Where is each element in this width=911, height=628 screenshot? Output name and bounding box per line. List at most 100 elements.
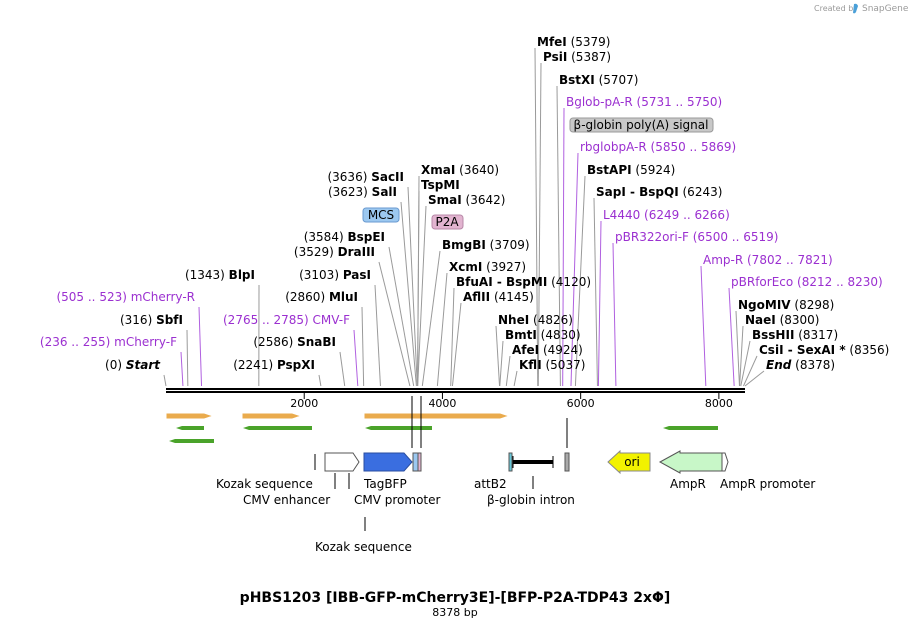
site-label-bspei: (3584) BspEI xyxy=(304,230,385,244)
site-position: (5707) xyxy=(595,73,639,87)
site-label-text: XmaI (3640) xyxy=(421,163,499,177)
site-label-text: SmaI (3642) xyxy=(428,193,505,207)
site-name: SacII xyxy=(371,170,404,184)
site-position: (2860) xyxy=(285,290,329,304)
site-position: (1343) xyxy=(185,268,229,282)
p2a-label: P2A xyxy=(435,215,459,229)
connector-line xyxy=(735,310,740,387)
site-name: PspXI xyxy=(277,358,315,372)
site-label-text: XcmI (3927) xyxy=(449,260,526,274)
site-name: PasI xyxy=(343,268,371,282)
site-label-pasi: (3103) PasI xyxy=(299,268,371,282)
site-name: rbglobpA-R xyxy=(580,140,647,154)
site-label-text: (316) SbfI xyxy=(120,313,183,327)
site-label-text: CsiI - SexAI * (8356) xyxy=(759,343,889,357)
site-position: (3103) xyxy=(299,268,343,282)
site-name: L4440 xyxy=(603,208,640,222)
feature-label-tagbfp: TagBFP xyxy=(363,477,407,491)
connector-line xyxy=(612,242,617,387)
site-label-xmai: XmaI (3640) xyxy=(421,163,499,177)
p2a-tag: P2A xyxy=(431,214,464,230)
site-name: BspEI xyxy=(347,230,385,244)
connector-line xyxy=(400,201,417,387)
site-label-afei: AfeI (4924) xyxy=(512,343,583,357)
site-label-text: AflII (4145) xyxy=(463,290,534,304)
connector-line xyxy=(513,370,518,387)
site-name: End xyxy=(766,358,792,372)
site-label-text: (236 .. 255) mCherry-F xyxy=(40,335,177,349)
site-name: pBR322ori-F xyxy=(615,230,689,244)
connector-line xyxy=(495,325,501,387)
feature-label-kozak: Kozak sequence xyxy=(216,477,313,491)
site-name: SalI xyxy=(372,185,397,199)
site-label-csii-sexai-: CsiI - SexAI * (8356) xyxy=(759,343,889,357)
site-label-mlui: (2860) MluI xyxy=(285,290,358,304)
site-name: MluI xyxy=(329,290,358,304)
site-label-ngomiv: NgoMIV (8298) xyxy=(738,298,834,312)
connector-line xyxy=(739,325,744,387)
site-position: (3640) xyxy=(455,163,499,177)
connector-line xyxy=(562,107,565,387)
connector-line xyxy=(407,186,418,387)
site-position: (6500 .. 6519) xyxy=(689,230,779,244)
feature-label-kozak-2: Kozak sequence xyxy=(315,540,412,554)
site-name: KflI xyxy=(519,358,542,372)
site-position: (2765 .. 2785) xyxy=(223,313,313,327)
sequence-backbone xyxy=(166,388,745,393)
site-name: SnaBI xyxy=(297,335,336,349)
site-label-rbglobpa-r: rbglobpA-R (5850 .. 5869) xyxy=(580,140,736,154)
site-name: BlpI xyxy=(229,268,255,282)
site-name: AfeI xyxy=(512,343,539,357)
site-name: XmaI xyxy=(421,163,455,177)
primer-arrow xyxy=(243,426,312,430)
site-label-bmti: BmtI (4830) xyxy=(505,328,581,342)
site-label-text: AfeI (4924) xyxy=(512,343,583,357)
site-name: NaeI xyxy=(745,313,776,327)
site-position: (3642) xyxy=(462,193,506,207)
site-label-cmv-f: (2765 .. 2785) CMV-F xyxy=(223,313,350,327)
connector-line xyxy=(505,355,511,387)
site-name: TspMI xyxy=(421,178,460,192)
site-label-text: (3636) SacII xyxy=(327,170,404,184)
site-label-text: BstAPI (5924) xyxy=(587,163,675,177)
tagbfp-shape xyxy=(363,452,413,472)
site-label-text: (3623) SalI xyxy=(328,185,397,199)
connector-line xyxy=(450,287,455,387)
site-label-text: Bglob-pA-R (5731 .. 5750) xyxy=(566,95,722,109)
site-position: (4120) xyxy=(547,275,591,289)
polya-label: β-globin poly(A) signal xyxy=(574,118,709,132)
site-label-text: BmtI (4830) xyxy=(505,328,581,342)
axis-tick-label: 6000 xyxy=(567,397,595,410)
site-name: BmtI xyxy=(505,328,537,342)
site-position: (3927) xyxy=(482,260,526,274)
site-label-text: (1343) BlpI xyxy=(185,268,255,282)
axis-tick-label: 2000 xyxy=(290,397,318,410)
ori-label: ori xyxy=(624,455,640,469)
site-labels: (0) Start(236 .. 255) mCherry-F(316) Sbf… xyxy=(40,35,889,372)
site-position: (5731 .. 5750) xyxy=(633,95,723,109)
site-label-text: NgoMIV (8298) xyxy=(738,298,834,312)
site-position: (7802 .. 7821) xyxy=(743,253,833,267)
connector-line xyxy=(186,329,189,387)
site-label-bsshii: BssHII (8317) xyxy=(752,328,838,342)
connector-line xyxy=(353,329,359,387)
site-position: (8212 .. 8230) xyxy=(793,275,883,289)
site-label-tspmi: TspMI xyxy=(421,178,460,192)
connector-line xyxy=(728,287,735,387)
connector-line xyxy=(537,62,542,387)
site-position: (5379) xyxy=(567,35,611,49)
site-position: (8298) xyxy=(791,298,835,312)
site-label-text: (2241) PspXI xyxy=(233,358,315,372)
site-label-sapi-bspqi: SapI - BspQI (6243) xyxy=(596,185,722,199)
site-name: NheI xyxy=(498,313,529,327)
feature-label-attb2: attB2 xyxy=(474,477,507,491)
site-label-l4440: L4440 (6249 .. 6266) xyxy=(603,208,730,222)
map-title: pHBS1203 [IBB-GFP-mCherry3E]-[BFP-P2A-TD… xyxy=(240,590,671,606)
site-name: mCherry-R xyxy=(131,290,195,304)
site-label-bstxi: BstXI (5707) xyxy=(559,73,638,87)
site-label-bglob-pa-r: Bglob-pA-R (5731 .. 5750) xyxy=(566,95,722,109)
attb2-shape xyxy=(508,452,513,472)
cmv-enhancer-shape xyxy=(324,452,360,472)
site-label-sbfi: (316) SbfI xyxy=(120,313,183,327)
